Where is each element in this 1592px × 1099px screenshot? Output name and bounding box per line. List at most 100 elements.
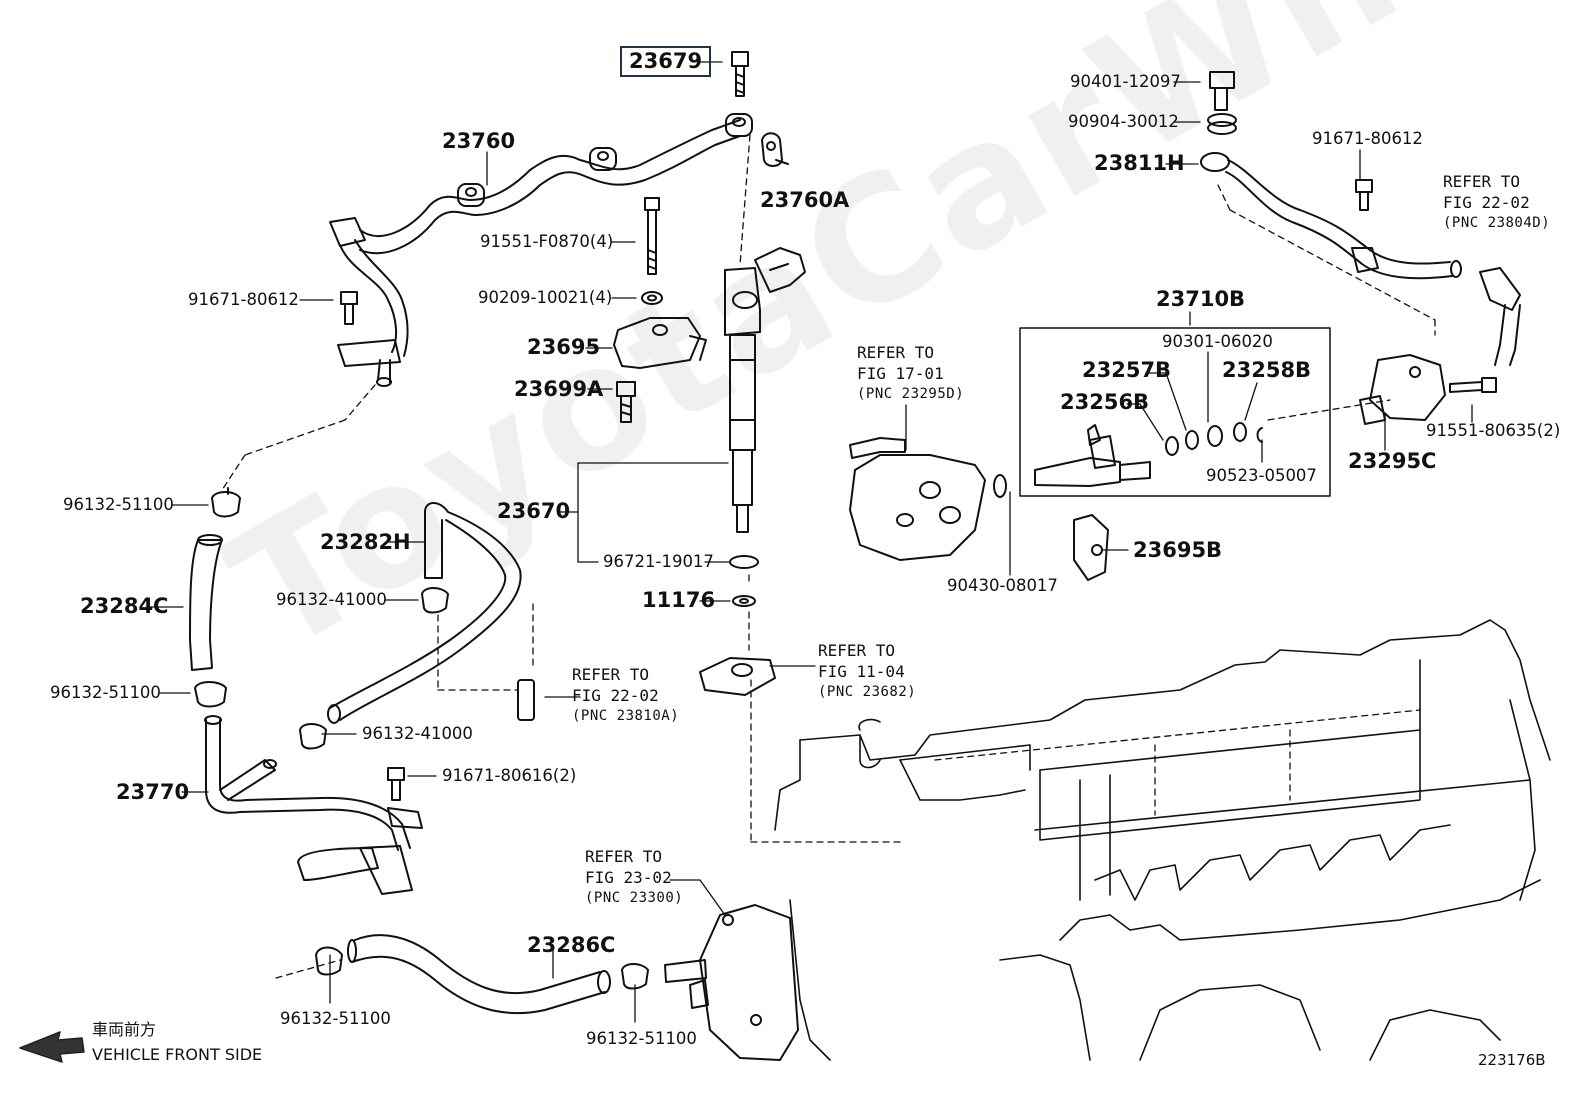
oring-96721: [729, 555, 759, 569]
part-label-23811H[interactable]: 23811H: [1094, 151, 1185, 175]
part-label-23295C[interactable]: 23295C: [1348, 449, 1437, 473]
dashed-lines: [221, 134, 1436, 979]
bolt-91551-80635: [1449, 377, 1497, 393]
part-label-96721-19017[interactable]: 96721-19017: [603, 552, 714, 571]
bolt-23699A: [616, 381, 636, 423]
clamp-23760A: [761, 132, 789, 167]
part-label-91551-80635[interactable]: 91551-80635(2): [1426, 421, 1561, 440]
part-label-90523-05007[interactable]: 90523-05007: [1206, 466, 1317, 485]
gasket-90904: [1207, 113, 1237, 135]
figure-number: 223176B: [1478, 1051, 1546, 1069]
engine-outline: [774, 619, 1551, 1061]
bolt-91671-80612-left: [340, 291, 358, 325]
hose-fig22-top: [1479, 267, 1521, 366]
bolt-90401: [1209, 71, 1235, 111]
washer-11176: [732, 595, 756, 607]
part-label-23258B[interactable]: 23258B: [1222, 358, 1312, 382]
ref-line1: REFER TO: [1443, 172, 1521, 191]
washer-90209: [641, 291, 663, 305]
ref-pnc: (PNC 23804D): [1443, 215, 1551, 231]
part-label-23695[interactable]: 23695: [527, 335, 601, 359]
bolt-91671-80616: [387, 767, 405, 801]
ref-line1: REFER TO: [818, 641, 896, 660]
part-label-96132-41000-a[interactable]: 96132-41000: [276, 590, 387, 609]
part-label-90430-08017[interactable]: 90430-08017: [947, 576, 1058, 595]
injector-23670: [724, 247, 806, 533]
clamp-96132-41000-a: [421, 587, 449, 614]
throttle-body-fig17: [849, 437, 986, 561]
part-label-90401-12097[interactable]: 90401-12097: [1070, 72, 1181, 91]
washer-d: [1233, 422, 1247, 442]
ref-line2: FIG 17-01: [857, 364, 944, 383]
bolt-23679: [731, 51, 749, 97]
part-label-23256B[interactable]: 23256B: [1060, 390, 1150, 414]
ref-fig-11-04[interactable]: REFER TO FIG 11-04 (PNC 23682): [818, 640, 916, 703]
part-label-23670[interactable]: 23670: [497, 499, 571, 523]
pump-fig23: [664, 904, 799, 1061]
direction-label-jp: 車両前方: [92, 1020, 157, 1039]
fuel-pipe-23760: [329, 113, 753, 387]
part-label-96132-41000-b[interactable]: 96132-41000: [362, 724, 473, 743]
part-label-96132-51100-b[interactable]: 96132-51100: [50, 683, 161, 702]
part-label-91671-80612-left[interactable]: 91671-80612: [188, 290, 299, 309]
ref-line1: REFER TO: [857, 343, 935, 362]
clamp-96132-51100-c: [315, 946, 343, 976]
washer-b: [1185, 430, 1199, 450]
engine-hidden-lines: [934, 709, 1421, 816]
snap-ring: [1256, 427, 1263, 443]
part-label-23699A[interactable]: 23699A: [514, 377, 604, 401]
ref-pnc: (PNC 23682): [818, 684, 917, 700]
bracket-23695B: [1073, 514, 1109, 581]
part-label-23770[interactable]: 23770: [116, 780, 190, 804]
part-label-23760[interactable]: 23760: [442, 129, 516, 153]
part-label-23257B[interactable]: 23257B: [1082, 358, 1172, 382]
clamp-96132-51100-b: [194, 681, 227, 708]
ref-line2: FIG 22-02: [1443, 193, 1530, 212]
part-label-96132-51100-d[interactable]: 96132-51100: [586, 1029, 697, 1048]
ref-fig-17-01[interactable]: REFER TO FIG 17-01 (PNC 23295D): [857, 342, 964, 405]
part-label-90904-30012[interactable]: 90904-30012: [1068, 112, 1179, 131]
ref-pnc: (PNC 23810A): [572, 708, 680, 724]
part-label-90209-10021[interactable]: 90209-10021(4): [478, 288, 613, 307]
bolt-91671-80612-right: [1355, 179, 1373, 211]
hose-23284C: [189, 534, 223, 671]
part-label-96132-51100-a[interactable]: 96132-51100: [63, 495, 174, 514]
ref-fig-22-02-mid[interactable]: REFER TO FIG 22-02 (PNC 23810A): [572, 664, 679, 727]
washer-a: [1165, 436, 1179, 456]
sensor-23256B: [1034, 424, 1151, 487]
ref-line1: REFER TO: [585, 847, 663, 866]
ref-line2: FIG 11-04: [818, 662, 905, 681]
clamp-96132-51100-a: [211, 487, 241, 518]
part-label-91671-80612-right[interactable]: 91671-80612: [1312, 129, 1423, 148]
bolt-91551F0870: [644, 197, 660, 275]
gasket-90430: [993, 474, 1007, 498]
pipe-fig22-mid: [517, 679, 535, 721]
front-arrow-icon: [19, 1031, 85, 1063]
clamp-96132-51100-d: [621, 963, 649, 990]
direction-label-en: VEHICLE FRONT SIDE: [92, 1045, 263, 1064]
part-label-11176[interactable]: 11176: [642, 588, 716, 612]
ref-line2: FIG 22-02: [572, 686, 659, 705]
kit-23710B-box: [1019, 327, 1331, 497]
part-label-23695B[interactable]: 23695B: [1133, 538, 1223, 562]
part-label-96132-51100-c[interactable]: 96132-51100: [280, 1009, 391, 1028]
part-label-23286C[interactable]: 23286C: [527, 933, 616, 957]
part-label-90301-06020[interactable]: 90301-06020: [1162, 332, 1273, 351]
part-label-23710B[interactable]: 23710B: [1156, 287, 1246, 311]
fitting-23295C: [1359, 354, 1446, 425]
part-label-23282H[interactable]: 23282H: [320, 530, 411, 554]
ref-line1: REFER TO: [572, 665, 650, 684]
part-label-23679[interactable]: 23679: [620, 46, 712, 77]
hose-23282H: [327, 502, 522, 724]
part-label-23284C[interactable]: 23284C: [80, 594, 169, 618]
part-label-91551-F0870[interactable]: 91551-F0870(4): [480, 232, 614, 251]
ref-fig-22-02-top[interactable]: REFER TO FIG 22-02 (PNC 23804D): [1443, 171, 1550, 234]
part-label-91671-80616[interactable]: 91671-80616(2): [442, 766, 577, 785]
ref-pnc: (PNC 23295D): [857, 386, 965, 402]
part-label-23760A[interactable]: 23760A: [760, 188, 850, 212]
pipe-23770: [204, 715, 423, 895]
clamp-96132-41000-b: [299, 723, 327, 750]
seat-fig11: [699, 657, 776, 696]
